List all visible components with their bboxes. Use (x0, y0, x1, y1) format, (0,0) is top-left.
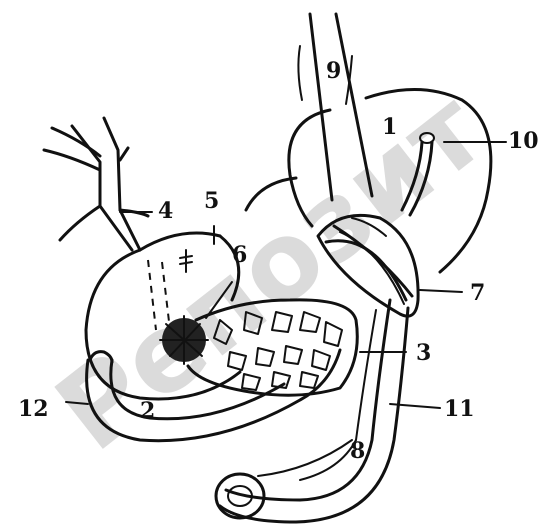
label-8: 8 (350, 438, 365, 464)
label-5: 5 (204, 188, 219, 214)
label-2: 2 (140, 398, 155, 424)
label-4: 4 (158, 198, 173, 224)
label-12: 12 (18, 396, 49, 422)
label-1: 1 (382, 114, 397, 140)
label-10: 10 (508, 128, 539, 154)
label-3: 3 (416, 340, 431, 366)
label-11: 11 (444, 396, 475, 422)
label-9: 9 (326, 58, 341, 84)
label-6: 6 (232, 242, 247, 268)
label-7: 7 (470, 280, 485, 306)
hepatic-duct (44, 118, 148, 250)
